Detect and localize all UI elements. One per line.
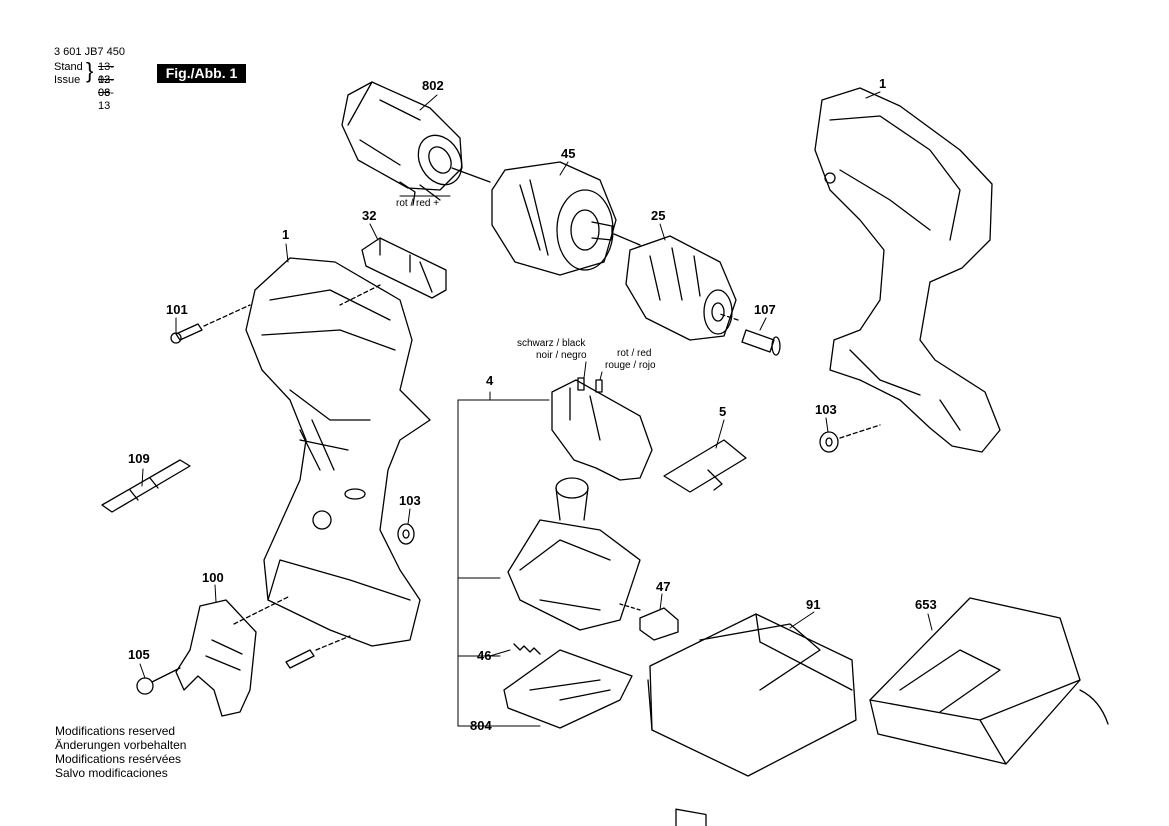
wire-note-red-line2: rouge / rojo <box>605 360 656 371</box>
part-label-109: 109 <box>128 451 150 466</box>
figure-label: Fig./Abb. 1 <box>157 64 246 83</box>
wire-note-black-line1: schwarz / black <box>517 338 586 349</box>
stand-label: Stand <box>54 61 83 73</box>
part-label-103-right: 103 <box>815 402 837 417</box>
part-label-653: 653 <box>915 597 937 612</box>
cover-32-drawing <box>339 237 447 306</box>
battery-91-drawing <box>647 613 857 826</box>
part-label-4: 4 <box>486 373 494 388</box>
part-label-103-left: 103 <box>399 493 421 508</box>
screw-107-drawing <box>719 313 781 356</box>
footer-line-en: Modifications reserved <box>55 724 176 738</box>
wire-note-black-line2: noir / negro <box>536 350 587 361</box>
housing-right-1-drawing <box>814 87 1001 453</box>
issue-date: 13-03-13 <box>98 74 114 112</box>
part-label-1-left: 1 <box>282 227 290 242</box>
footer-line-de: Änderungen vorbehalten <box>55 738 187 752</box>
document-number: 3 601 JB7 450 <box>54 46 125 58</box>
contact-plate-804-drawing <box>503 649 633 729</box>
nut-103-left-drawing <box>397 523 415 545</box>
nut-103-right-drawing <box>819 424 881 453</box>
pad-47-drawing <box>619 603 679 641</box>
group-bracket <box>457 399 550 727</box>
part-label-105: 105 <box>128 647 150 662</box>
chuck-25-drawing <box>625 235 737 341</box>
spring-46-drawing <box>513 643 541 655</box>
part-label-25: 25 <box>651 208 666 223</box>
housing-left-1-drawing <box>245 257 431 647</box>
part-label-47: 47 <box>656 579 671 594</box>
part-label-802: 802 <box>422 78 444 93</box>
part-label-32: 32 <box>362 208 377 223</box>
belt-clip-100-drawing <box>175 595 291 717</box>
part-label-100: 100 <box>202 570 224 585</box>
part-label-101: 101 <box>166 302 188 317</box>
slider-5-drawing <box>663 439 747 493</box>
part-label-1-right: 1 <box>879 76 887 91</box>
footer-line-es: Salvo modificaciones <box>55 766 168 780</box>
wire-note-red-line1: rot / red <box>617 348 652 359</box>
part-label-45: 45 <box>561 146 576 161</box>
charger-653-drawing <box>869 597 1109 765</box>
screw-101-drawing <box>170 304 251 344</box>
part-label-107: 107 <box>754 302 776 317</box>
footer-line-fr: Modifications resérvées <box>55 752 182 766</box>
wire-note-motor-red: rot / red + <box>396 198 440 209</box>
part-label-5: 5 <box>719 404 727 419</box>
switch-4-drawing <box>507 377 653 631</box>
bit-109-drawing <box>101 459 191 513</box>
screw-105-drawing <box>136 635 351 695</box>
stand-date: 13-02-06 <box>98 61 114 99</box>
brace-glyph: } <box>86 58 94 83</box>
part-label-804: 804 <box>470 718 492 733</box>
part-label-46: 46 <box>477 648 492 663</box>
issue-label: Issue <box>54 74 81 86</box>
gearbox-45-drawing <box>491 161 641 276</box>
document-header: 3 601 JB7 450 Stand } 13-02-06 Issue 13-… <box>54 46 125 112</box>
part-label-91: 91 <box>806 597 821 612</box>
modifications-note: Modifications reserved Änderungen vorbeh… <box>55 724 186 780</box>
leader-lines <box>139 91 933 679</box>
motor-802-drawing <box>341 81 491 206</box>
